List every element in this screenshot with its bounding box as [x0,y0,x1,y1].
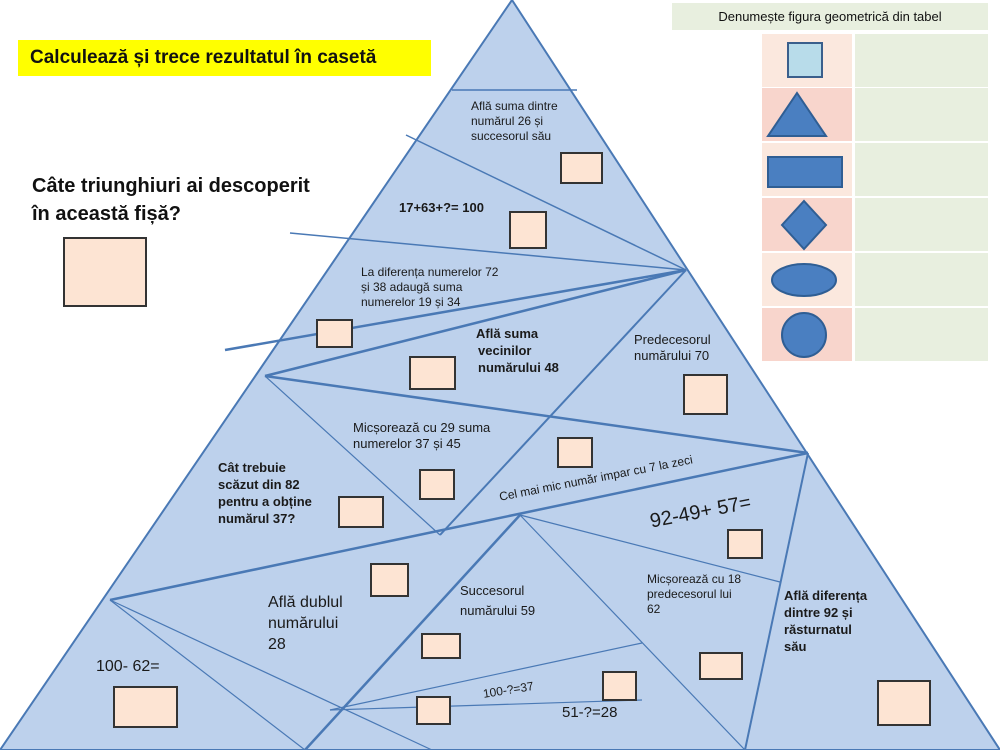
exercise-1-line: succesorul său [471,129,552,143]
answer-box-14[interactable] [113,686,178,728]
shape-row-3-answer[interactable] [855,143,988,196]
exercise-10-line: Află dublul [268,594,343,611]
triangle-count-question: Câte triunghiuri ai descoperit în aceast… [32,172,310,228]
exercise-5-line: numărului 70 [634,348,710,364]
exercise-3-line: numerelor 19 și 34 [361,295,461,309]
exercise-11-text: Succesorul numărului 59 [460,581,535,620]
answer-box-5[interactable] [683,374,728,415]
answer-box-4[interactable] [409,356,456,390]
exercise-13-line: dintre 92 și [784,604,853,620]
answer-box-9[interactable] [727,529,763,559]
answer-box-10[interactable] [370,563,409,597]
pyramid-lines [109,89,809,750]
rectangle-icon [767,156,843,188]
answer-box-6[interactable] [419,469,455,500]
exercise-7-line: Cât trebuie [218,460,286,475]
shape-row-4-answer[interactable] [855,198,988,251]
question-line-1: Câte triunghiuri ai descoperit [32,175,310,197]
shape-row-6 [762,308,852,361]
answer-box-2[interactable] [509,211,547,249]
answer-box-1[interactable] [560,152,603,184]
shape-row-6-answer[interactable] [855,308,988,361]
answer-box-7[interactable] [338,496,384,528]
question-line-2: în această fișă? [32,203,181,225]
exercise-4-line: Află suma [476,326,539,341]
page-title: Calculează și trece rezultatul în casetă [18,40,431,76]
exercise-10-line: 28 [268,635,286,653]
shape-row-2 [762,88,852,141]
shape-row-5 [762,253,852,306]
shape-row-5-answer[interactable] [855,253,988,306]
shapes-table-header: Denumește figura geometrică din tabel [672,3,988,30]
exercise-1-text: Află suma dintre numărul 26 și succesoru… [471,99,558,144]
ellipse-icon [771,263,837,297]
exercise-7-line: pentru a obține [218,493,312,509]
exercise-1-line: numărul 26 și [471,114,544,128]
exercise-5-line: Predecesorul [634,332,711,347]
exercise-3-line: și 38 adaugă suma [361,280,463,294]
shape-row-1 [762,34,852,87]
shape-row-3 [762,143,852,196]
answer-box-11[interactable] [421,633,461,659]
exercise-11-line: numărului 59 [460,602,536,618]
exercise-16-text: 51-?=28 [562,704,618,721]
exercise-5-text: Predecesorul numărului 70 [634,332,711,365]
answer-box-12[interactable] [699,652,743,680]
exercise-12-line: 62 [647,602,661,616]
exercise-12-line: predecesorul lui [647,587,732,601]
answer-box-15[interactable] [416,696,451,725]
exercise-12-text: Micșorează cu 18 predecesorul lui 62 [647,572,741,617]
exercise-7-line: numărul 37? [218,510,296,526]
exercise-13-line: Află diferența [784,588,868,603]
exercise-6-line: Micșorează cu 29 suma [353,420,491,435]
exercise-13-text: Află diferența dintre 92 și răsturnatul … [784,588,867,656]
exercise-6-text: Micșorează cu 29 suma numerelor 37 și 45 [353,420,490,453]
answer-box-16[interactable] [602,671,637,701]
answer-box-8[interactable] [557,437,593,468]
exercise-4-line: vecinilor [478,342,532,358]
shape-row-1-answer[interactable] [855,34,988,87]
answer-box-13[interactable] [877,680,931,726]
exercise-4-text: Află suma vecinilor numărului 48 [476,326,559,377]
circle-icon [781,312,827,358]
exercise-11-line: Succesorul [460,583,525,598]
exercise-7-text: Cât trebuie scăzut din 82 pentru a obțin… [218,460,312,528]
diamond-icon [780,199,828,251]
exercise-14-text: 100- 62= [96,658,160,675]
exercise-7-line: scăzut din 82 [218,476,300,492]
exercise-4-line: numărului 48 [478,359,559,375]
square-icon [787,42,823,78]
exercise-10-text: Află dublul numărului 28 [268,593,343,655]
exercise-2-text: 17+63+?= 100 [399,200,484,215]
triangle-icon [766,91,828,137]
exercise-3-text: La diferența numerelor 72 și 38 adaugă s… [361,265,498,310]
triangle-count-answer-box[interactable] [63,237,147,307]
exercise-13-line: său [784,638,807,654]
exercise-10-line: numărului [268,614,339,632]
answer-box-3[interactable] [316,319,353,348]
exercise-3-line: La diferența numerelor 72 [361,265,499,279]
shape-row-2-answer[interactable] [855,88,988,141]
exercise-1-line: Află suma dintre [471,99,558,113]
exercise-12-line: Micșorează cu 18 [647,572,742,586]
shape-row-4 [762,198,852,251]
exercise-6-line: numerelor 37 și 45 [353,436,461,452]
exercise-13-line: răsturnatul [784,621,852,637]
